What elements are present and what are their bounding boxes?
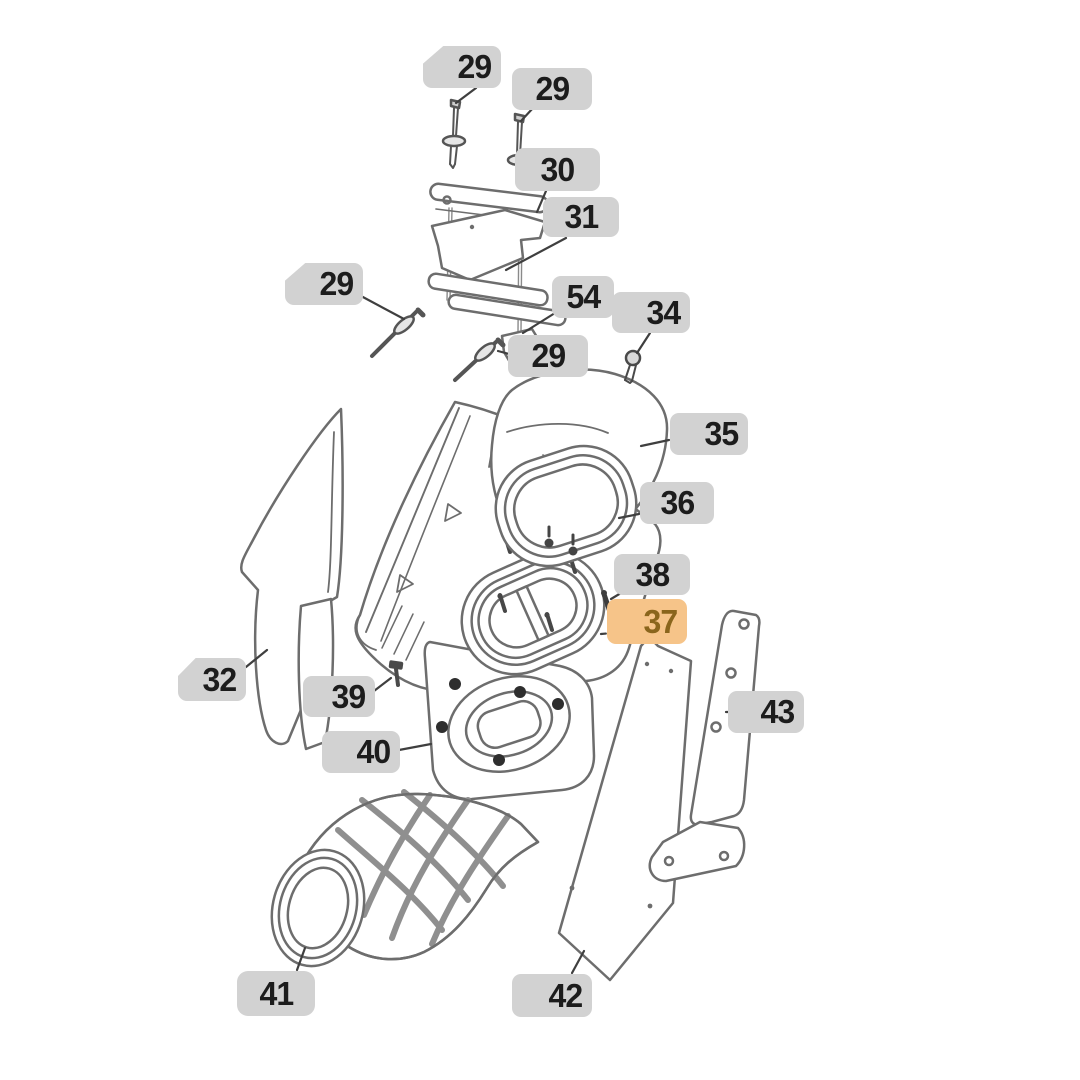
part-label-38[interactable]: 38 bbox=[614, 554, 690, 595]
part-lower-housing-40 bbox=[423, 640, 596, 801]
part-screw-39 bbox=[388, 660, 404, 687]
part-label-43[interactable]: 43 bbox=[728, 691, 804, 733]
part-intake-duct-41 bbox=[270, 789, 540, 968]
part-ring-36 bbox=[494, 444, 638, 568]
part-label-31[interactable]: 31 bbox=[543, 197, 619, 237]
part-screw-29a bbox=[441, 98, 467, 169]
part-label-35[interactable]: 35 bbox=[670, 413, 748, 455]
part-bracket-43 bbox=[648, 609, 761, 883]
part-label-39[interactable]: 39 bbox=[303, 676, 375, 717]
part-label-29-c[interactable]: 29 bbox=[285, 263, 363, 305]
part-label-42[interactable]: 42 bbox=[512, 974, 592, 1017]
part-label-29-a[interactable]: 29 bbox=[423, 46, 501, 88]
part-screw-29d bbox=[453, 337, 506, 382]
part-label-40[interactable]: 40 bbox=[322, 731, 400, 773]
part-label-30[interactable]: 30 bbox=[515, 148, 600, 191]
part-plate-31 bbox=[430, 208, 547, 282]
part-screw-34 bbox=[624, 349, 642, 384]
part-label-41[interactable]: 41 bbox=[237, 971, 315, 1016]
part-label-29-b[interactable]: 29 bbox=[512, 68, 592, 110]
part-label-37-highlighted[interactable]: 37 bbox=[607, 599, 687, 644]
part-label-29-d[interactable]: 29 bbox=[508, 335, 588, 377]
part-label-34[interactable]: 34 bbox=[612, 292, 690, 333]
part-screw-29c bbox=[370, 307, 426, 358]
part-label-32[interactable]: 32 bbox=[178, 658, 246, 701]
part-label-36[interactable]: 36 bbox=[640, 482, 714, 524]
part-label-54[interactable]: 54 bbox=[552, 276, 614, 318]
